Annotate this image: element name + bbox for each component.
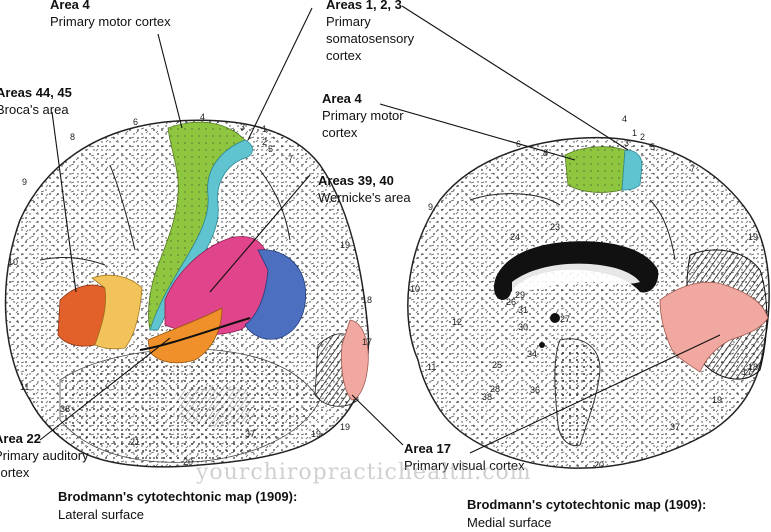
label-areas-1-2-3-line2: somatosensory (326, 31, 415, 46)
lateral-area-number-7: 9 (22, 177, 27, 187)
medial-area-number-22: 38 (482, 392, 492, 402)
area-39-region (244, 249, 306, 340)
label-areas-44-45-title: Areas 44, 45 (0, 85, 72, 100)
lateral-area-number-5: 5 (268, 144, 273, 154)
lateral-area-number-13: 10 (8, 257, 18, 267)
medial-area-number-4: 2 (640, 132, 645, 142)
lateral-area-number-14: 11 (20, 382, 29, 392)
label-medial-area-4-line2: cortex (322, 125, 358, 140)
medial-area-number-18: 30 (518, 322, 528, 332)
medial-area-number-16: 29 (515, 290, 525, 300)
medial-area-number-14: 23 (550, 222, 560, 232)
medial-area-number-13: 24 (510, 232, 520, 242)
medial-area-17-region (659, 281, 769, 373)
medial-area-number-15: 31 (518, 305, 528, 315)
lateral-area-number-8: 8 (70, 132, 75, 142)
lateral-area-number-0: 6 (133, 117, 138, 127)
lateral-area-number-9: 19 (340, 240, 350, 250)
label-areas-1-2-3: Areas 1, 2, 3 Primary somatosensory cort… (326, 0, 414, 64)
label-area-22-line2: cortex (0, 465, 30, 480)
label-area-17-title: Area 17 (404, 441, 451, 456)
label-medial-area-4-title: Area 4 (322, 91, 362, 106)
lateral-area-number-10: 18 (362, 295, 372, 305)
lateral-area-numbers: 6 4 3 1 25 7 9 8 19 18 17 19 10 11 38 20 37 19 21 (8, 112, 372, 467)
corpus-callosum (493, 241, 659, 300)
lateral-area-number-2: 3 (240, 122, 245, 132)
brainstem (554, 338, 601, 447)
label-area-17-desc: Primary visual cortex (404, 458, 525, 473)
medial-area-number-6: 7 (690, 164, 695, 174)
label-area-4-title: Area 4 (50, 0, 90, 12)
watermark-text: yourchiropractichealth.com (196, 460, 532, 485)
medial-area-number-5: 5 (650, 142, 655, 152)
label-area-4-desc: Primary motor cortex (50, 14, 171, 29)
label-area-22-line1: Primary auditory (0, 448, 89, 463)
label-areas-39-40: Areas 39, 40 Wernicke's area (318, 172, 411, 206)
lateral-area-number-11: 17 (362, 337, 372, 347)
caption-lateral-subtitle: Lateral surface (58, 507, 144, 522)
medial-areas-1-2-3-region (621, 149, 643, 191)
area-22-auditory-region (147, 307, 223, 364)
label-areas-44-45-desc: Broca's area (0, 102, 69, 117)
lateral-area-number-3: 1 (262, 124, 267, 134)
medial-area-number-0: 6 (516, 139, 521, 149)
label-areas-1-2-3-line1: Primary (326, 14, 371, 29)
lateral-area-number-1: 4 (200, 112, 205, 122)
lateral-area-number-19: 21 (130, 437, 140, 447)
label-medial-area-4: Area 4 Primary motor cortex (322, 90, 404, 141)
medial-area-number-1: 4 (622, 114, 627, 124)
medial-area-number-11: 25 (492, 360, 502, 370)
medial-area-number-26: 19 (712, 395, 722, 405)
label-areas-1-2-3-title: Areas 1, 2, 3 (326, 0, 402, 12)
medial-area-number-9: 10 (410, 284, 420, 294)
medial-area-number-19: 27 (560, 314, 570, 324)
medial-area-number-3: 1 (632, 128, 637, 138)
label-areas-44-45: Areas 44, 45 Broca's area (0, 84, 72, 118)
label-area-4: Area 4 Primary motor cortex (50, 0, 171, 30)
medial-area-number-2: 3 (624, 138, 629, 148)
medial-area-number-20: 34 (527, 349, 537, 359)
medial-area-number-25: 37 (670, 422, 680, 432)
medial-area-number-23: 36 (530, 385, 540, 395)
medial-area-number-17: 26 (506, 297, 516, 307)
lateral-area-number-16: 20 (183, 457, 193, 467)
caption-medial-title: Brodmann's cytotechtonic map (1909): (467, 497, 707, 512)
medial-area-number-10: 11 (427, 362, 436, 372)
lateral-area-number-17: 37 (245, 429, 255, 439)
leader-lines (39, 5, 721, 454)
medial-brain (407, 136, 770, 469)
label-area-22-title: Area 22 (0, 431, 41, 446)
medial-area-number-24: 20 (594, 460, 604, 470)
label-medial-area-4-line1: Primary motor (322, 108, 404, 123)
lateral-area-number-4: 2 (262, 137, 267, 147)
medial-area-number-21: 28 (490, 384, 500, 394)
area-17-lateral-region (341, 319, 369, 401)
label-areas-39-40-title: Areas 39, 40 (318, 173, 394, 188)
medial-area-number-28: 19 (748, 232, 758, 242)
medial-area-number-7: 8 (543, 148, 548, 158)
lateral-area-number-12: 19 (340, 422, 350, 432)
label-areas-1-2-3-line3: cortex (326, 48, 362, 63)
label-areas-39-40-desc: Wernicke's area (318, 190, 411, 205)
medial-area-number-12: 12 (452, 317, 462, 327)
label-area-17: Area 17 Primary visual cortex (404, 440, 525, 474)
area-45-region (91, 274, 143, 350)
medial-area-number-8: 9 (428, 202, 433, 212)
medial-area-number-29: 17 (742, 367, 752, 377)
lateral-area-number-6: 7 (288, 154, 293, 164)
caption-lateral: Brodmann's cytotechtonic map (1909): Lat… (58, 488, 297, 524)
caption-medial: Brodmann's cytotechtonic map (1909): Med… (467, 496, 706, 532)
medial-area-number-27: 18 (748, 362, 758, 372)
lateral-brain (4, 119, 370, 468)
caption-medial-subtitle: Medial surface (467, 515, 552, 530)
label-area-22: Area 22 Primary auditory cortex (0, 430, 89, 481)
lateral-area-number-18: 19 (311, 429, 321, 439)
lateral-area-number-15: 38 (60, 404, 70, 414)
caption-lateral-title: Brodmann's cytotechtonic map (1909): (58, 489, 298, 504)
